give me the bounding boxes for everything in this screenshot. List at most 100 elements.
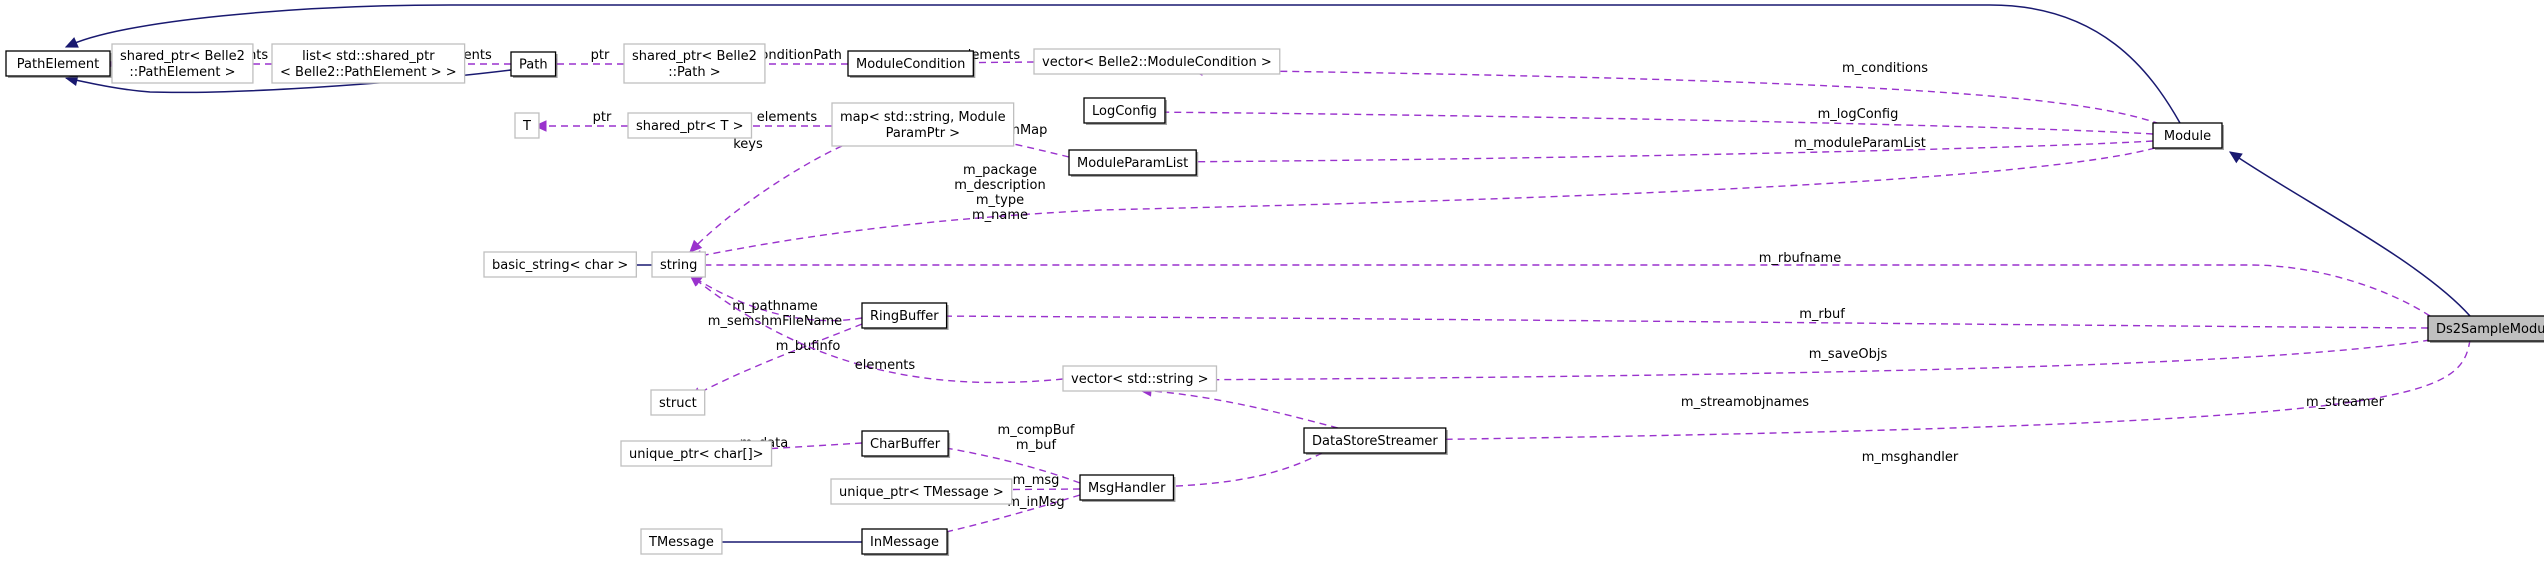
class-node-msghandler[interactable]: MsgHandler <box>1079 474 1176 502</box>
node-box <box>620 440 773 467</box>
inheritance-arrowhead-icon <box>2228 151 2243 164</box>
class-node-inmessage[interactable]: InMessage <box>861 528 950 556</box>
node-box <box>651 251 706 278</box>
class-node-t[interactable]: T <box>514 112 540 139</box>
edge-label: m_conditions <box>1842 61 1928 76</box>
class-node-label: string <box>660 258 697 273</box>
class-node-label: struct <box>659 396 697 411</box>
class-node-string[interactable]: string <box>651 251 706 278</box>
class-node-label: shared_ptr< T > <box>636 119 743 134</box>
class-node-moduleparamlist[interactable]: ModuleParamList <box>1068 149 1199 177</box>
class-node-logconfig[interactable]: LogConfig <box>1083 97 1167 125</box>
edge-label: elements <box>855 358 916 373</box>
class-node-label: TMessage <box>648 535 714 550</box>
edge-Module-to-LogConfig <box>1142 111 2154 135</box>
node-box <box>1083 97 1166 124</box>
node-box <box>2152 122 2223 149</box>
class-node-label: vector< Belle2::ModuleCondition > <box>1042 55 1272 70</box>
usage-edge <box>1162 339 2431 381</box>
class-node-label: Module <box>2164 129 2211 144</box>
node-box <box>510 51 557 77</box>
usage-edge <box>1142 111 2154 135</box>
class-node-label: ::Path > <box>668 65 720 80</box>
inheritance-edge <box>2229 151 2471 317</box>
class-node-label: Ds2SampleModule <box>2436 322 2544 337</box>
edge-Module-to-ModuleParamList <box>1155 140 2154 163</box>
edge-Ds2SampleModule-to-vec_string <box>1162 339 2431 381</box>
class-node-ringbuffer[interactable]: RingBuffer <box>861 302 949 330</box>
class-node-label: ParamPtr > <box>886 126 961 141</box>
nodes-layer: PathElement shared_ptr< Belle2::PathEleme… <box>5 43 2544 556</box>
class-node-charbuffer[interactable]: CharBuffer <box>861 430 951 458</box>
edge-label: m_buf <box>1016 438 1057 453</box>
class-node-label: < Belle2::PathElement > > <box>280 65 457 80</box>
class-node-sp-t[interactable]: shared_ptr< T > <box>627 112 753 139</box>
class-node-label: CharBuffer <box>870 437 941 452</box>
class-node-module[interactable]: Module <box>2152 122 2224 150</box>
usage-arrowhead-icon <box>689 239 703 253</box>
edge-label: m_msg <box>1013 473 1060 488</box>
edge-ModuleParamList-to-map <box>965 134 1070 158</box>
class-node-path[interactable]: Path <box>510 51 558 78</box>
class-node-label: RingBuffer <box>870 309 939 324</box>
edges-layer: ptrelementsm_elementsptrm_conditionPathe… <box>64 4 2471 548</box>
class-node-datastorestreamer[interactable]: DataStoreStreamer <box>1303 427 1448 455</box>
inheritance-edge <box>65 4 2181 124</box>
node-box <box>861 430 949 457</box>
class-node-tmessage[interactable]: TMessage <box>640 528 723 555</box>
class-node-label: PathElement <box>17 57 99 72</box>
class-node-vec-modulecondition[interactable]: vector< Belle2::ModuleCondition > <box>1033 48 1281 75</box>
edge-Ds2SampleModule-to-DataStoreStreamer <box>1399 339 2471 441</box>
usage-edge <box>689 274 863 322</box>
class-node-list-sp[interactable]: list< std::shared_ptr< Belle2::PathEleme… <box>271 43 466 84</box>
class-node-sp-pathelement[interactable]: shared_ptr< Belle2::PathElement > <box>111 43 254 84</box>
node-box <box>483 251 637 278</box>
class-node-pathelement[interactable]: PathElement <box>5 50 112 78</box>
node-box <box>5 50 111 77</box>
edge-label: m_description <box>954 178 1045 193</box>
class-node-label: T <box>522 119 531 134</box>
node-box <box>1033 48 1281 75</box>
edge-label: m_package <box>963 163 1037 178</box>
node-box <box>861 528 948 555</box>
usage-edge <box>1190 69 2161 125</box>
class-node-sp-path[interactable]: shared_ptr< Belle2::Path > <box>623 43 766 84</box>
node-box <box>514 112 540 139</box>
class-node-unique-tmessage[interactable]: unique_ptr< TMessage > <box>830 478 1013 505</box>
class-node-ds2samplemodule[interactable]: Ds2SampleModule <box>2427 315 2544 343</box>
class-node-vec-string[interactable]: vector< std::string > <box>1062 365 1218 392</box>
edge-label: ptr <box>591 48 610 63</box>
edge-Module-to-vec_ModuleCondition <box>1190 69 2161 125</box>
edge-label: m_moduleParamList <box>1794 136 1926 151</box>
usage-edge <box>689 323 863 399</box>
node-box <box>847 50 974 77</box>
edge-map-to-string <box>689 145 843 253</box>
edge-label: m_semshmFileName <box>708 314 842 329</box>
node-box <box>1303 427 1447 454</box>
edge-label: m_compBuf <box>998 423 1075 438</box>
node-box <box>640 528 723 555</box>
inheritance-arrowhead-icon <box>64 37 79 48</box>
node-box <box>861 302 948 329</box>
usage-edge <box>689 147 2156 259</box>
edge-label: ptr <box>593 110 612 125</box>
class-node-modulecondition[interactable]: ModuleCondition <box>847 50 976 78</box>
edge-DataStoreStreamer-to-vec_string <box>1139 389 1339 429</box>
edge-label: m_logConfig <box>1818 107 1899 122</box>
usage-edge <box>1139 389 1339 429</box>
class-node-struct[interactable]: struct <box>650 389 706 416</box>
edge-Module-to-string <box>689 147 2156 259</box>
node-box <box>830 478 1013 505</box>
class-node-basic-string[interactable]: basic_string< char > <box>483 251 637 278</box>
usage-edge <box>690 264 2431 317</box>
class-node-label: DataStoreStreamer <box>1312 434 1438 449</box>
class-node-label: Path <box>519 58 548 73</box>
edge-Module-to-PathElement <box>65 4 2181 124</box>
class-node-unique-char[interactable]: unique_ptr< char[]> <box>620 440 773 467</box>
class-node-label: shared_ptr< Belle2 <box>632 49 757 64</box>
edge-DataStoreStreamer-to-MsgHandler <box>1141 452 1323 488</box>
edge-vec_string-to-string <box>689 274 1064 384</box>
edge-label: elements <box>757 110 818 125</box>
